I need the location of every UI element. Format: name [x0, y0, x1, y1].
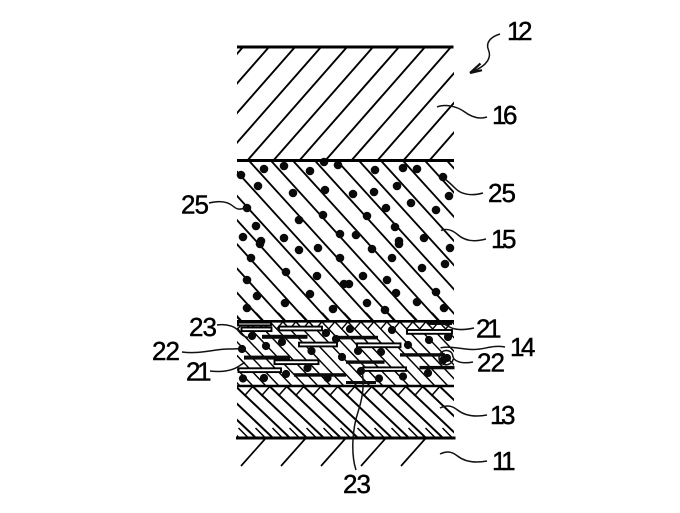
svg-text:16: 16	[492, 100, 517, 130]
svg-text:22: 22	[152, 336, 180, 366]
svg-text:12: 12	[507, 16, 532, 46]
svg-text:23: 23	[343, 469, 371, 499]
svg-text:25: 25	[488, 178, 516, 208]
svg-text:22: 22	[477, 348, 505, 378]
svg-text:15: 15	[491, 224, 516, 254]
svg-text:21: 21	[186, 357, 211, 387]
svg-text:25: 25	[181, 190, 209, 220]
svg-text:21: 21	[476, 314, 501, 344]
svg-text:11: 11	[492, 446, 515, 476]
svg-text:23: 23	[189, 312, 217, 342]
svg-text:13: 13	[490, 400, 515, 430]
svg-text:14: 14	[510, 332, 535, 362]
